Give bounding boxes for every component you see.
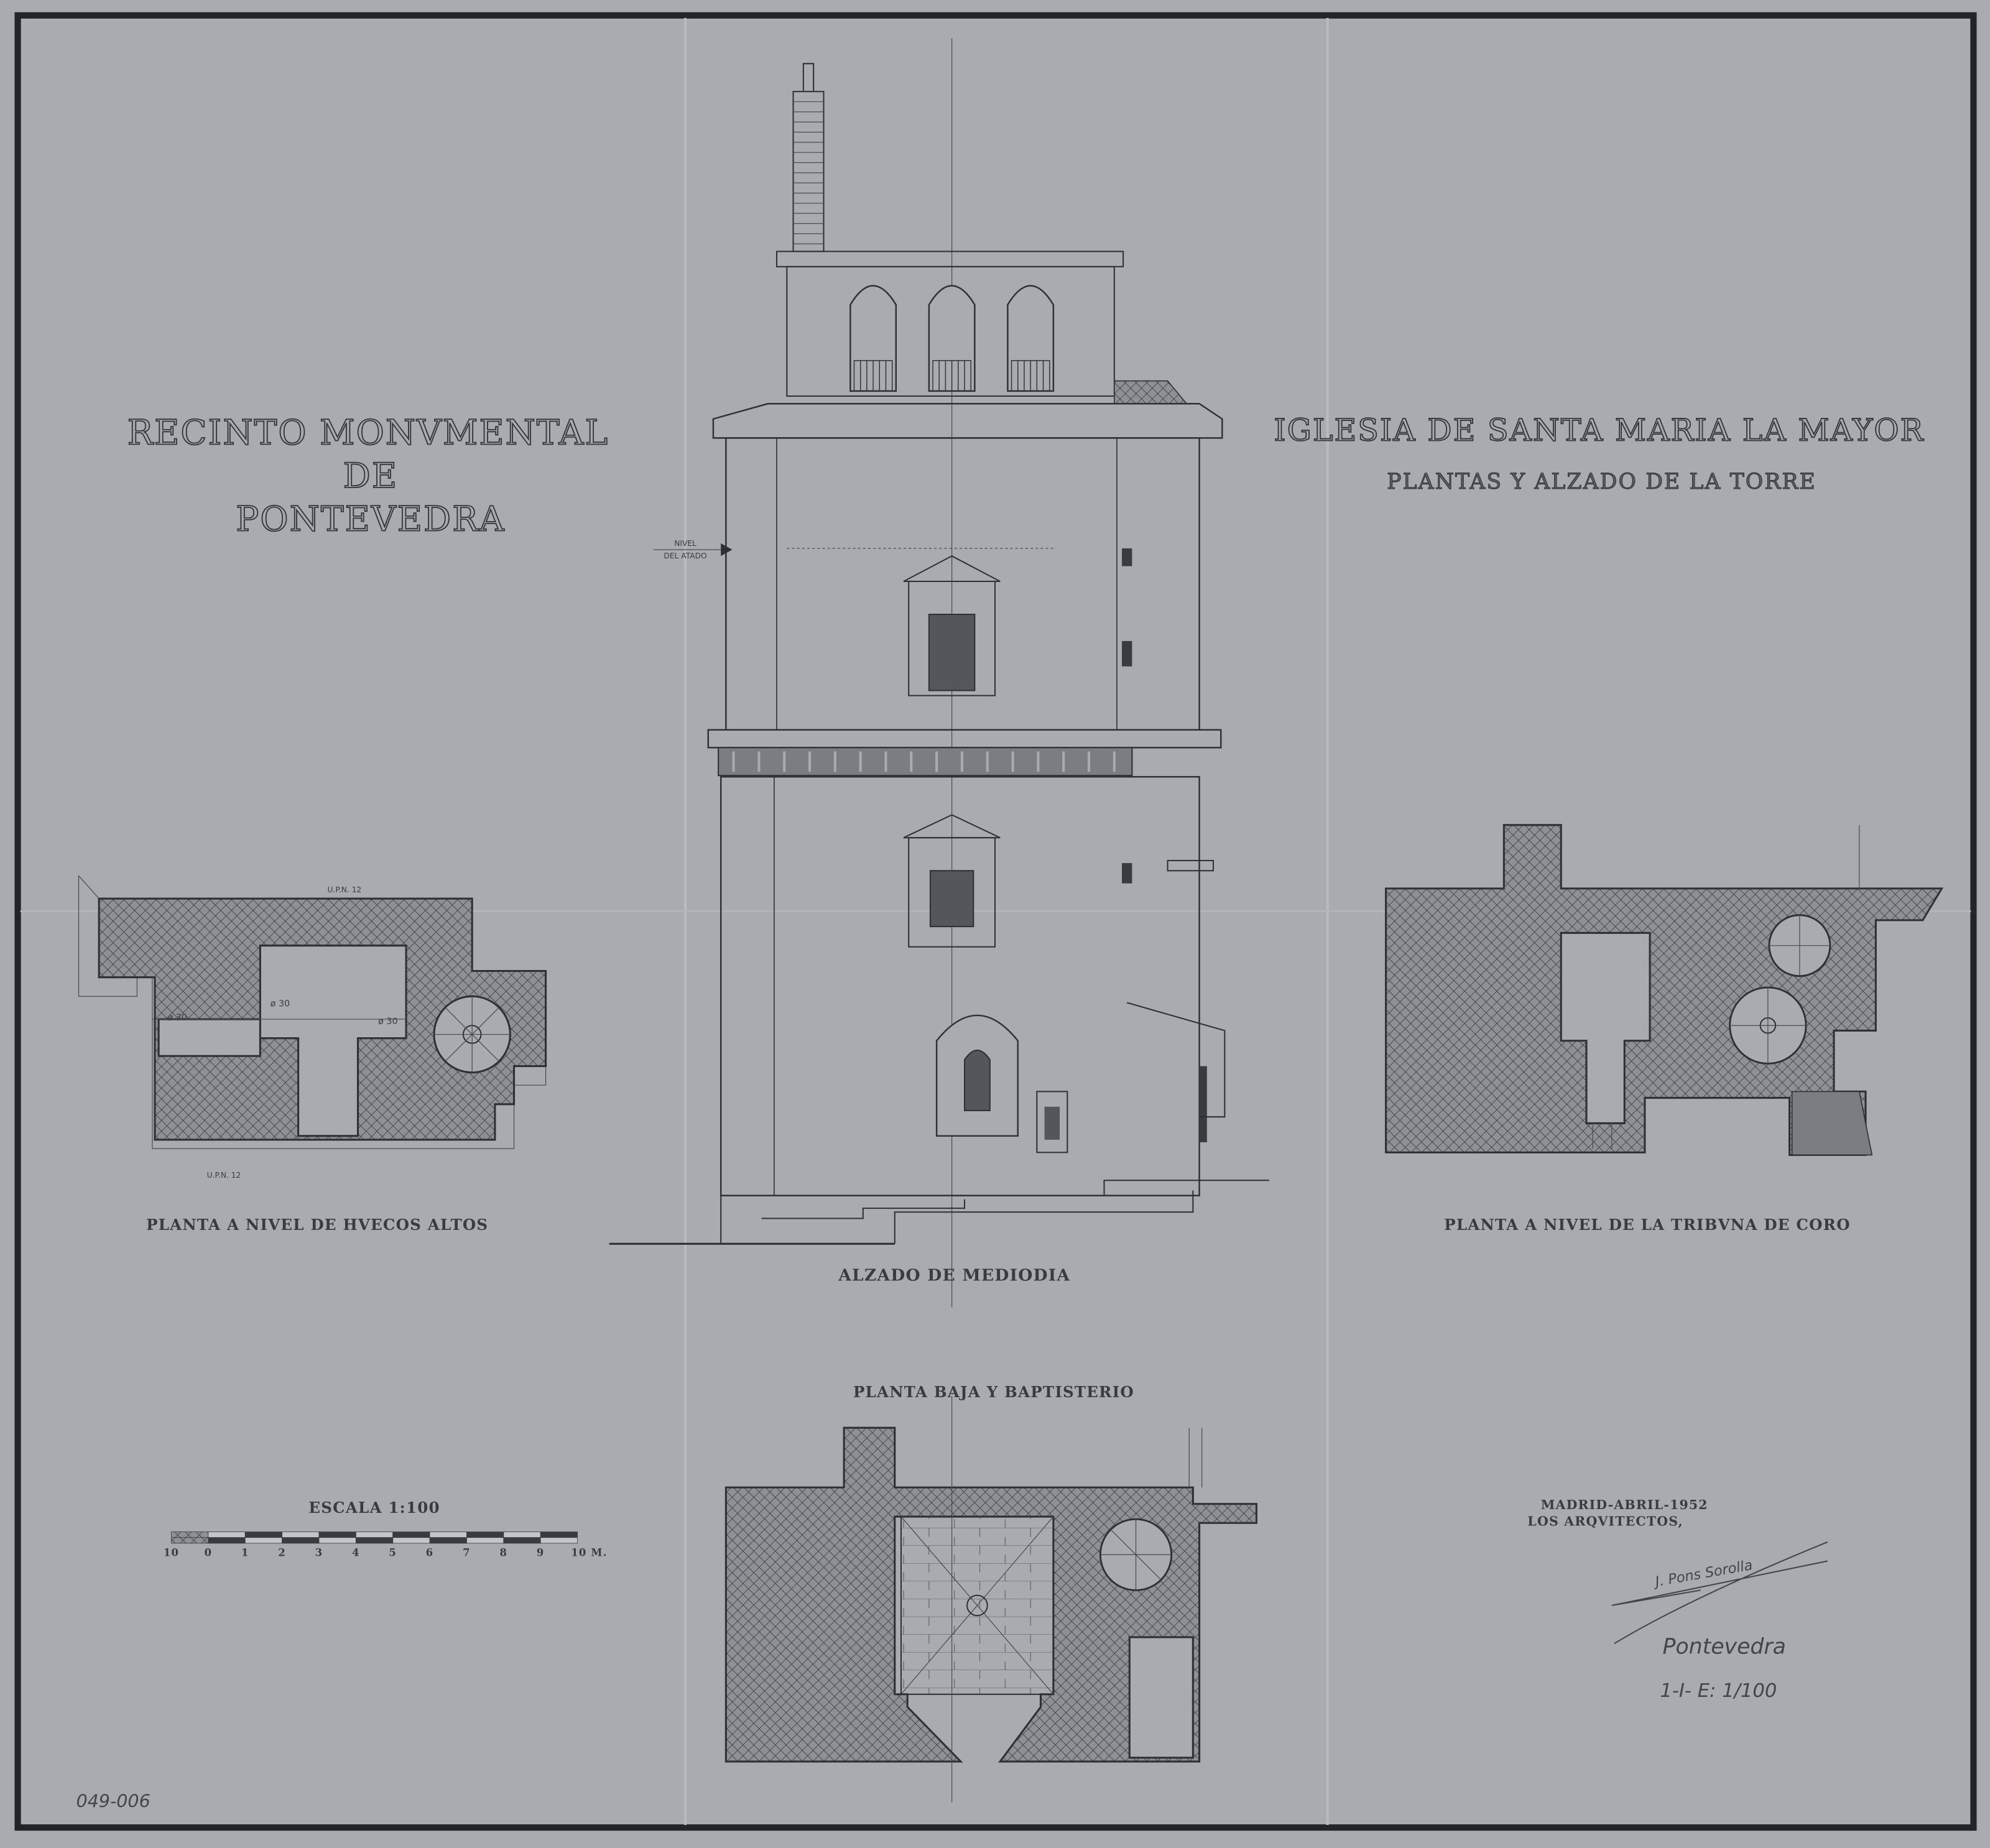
plan-upper-label: PLANTA A NIVEL DE HVECOS ALTOS	[146, 1216, 488, 1234]
scale-bar-segment	[244, 1532, 283, 1538]
annotation-upn: U.P.N. 12	[328, 885, 362, 894]
scale-tick-label: 3	[315, 1546, 323, 1558]
title-right-line1: IGLESIA DE SANTA MARIA LA MAYOR	[1274, 412, 1924, 448]
tower-elevation: NIVEL DEL ATADO	[609, 38, 1269, 1308]
scale-tick-label: 4	[352, 1546, 360, 1558]
scale-bar-segment	[208, 1537, 246, 1544]
frame-border	[14, 12, 1977, 1831]
scale-tick-label: 6	[426, 1546, 434, 1558]
scale-tick-label: 10 M.	[571, 1546, 607, 1558]
scale-tick-label: 0	[205, 1546, 213, 1558]
level-marker-sublabel: DEL ATADO	[664, 552, 706, 560]
plan-upper-openings: U.P.N. 12 U.P.N. 12 ø 30 ø 30 ø 30	[78, 874, 547, 1180]
archive-code: 049-006	[76, 1790, 150, 1811]
scale-bar-segment	[171, 1537, 209, 1544]
scale-bar-segment	[355, 1537, 394, 1544]
annotation-diameter: ø 30	[378, 1017, 397, 1027]
annotation-diameter: ø 30	[167, 1013, 187, 1023]
scale-tick-label: 1	[241, 1546, 249, 1558]
scale-tick-label: 10	[164, 1546, 179, 1558]
title-left-line2: DE	[343, 456, 398, 496]
plan-ground-baptistery	[724, 1396, 1257, 1803]
scale-bar-segment	[171, 1532, 209, 1538]
scale-bar-segment	[392, 1532, 430, 1538]
credits-date: MADRID-ABRIL-1952	[1541, 1497, 1708, 1512]
scale-title: ESCALA 1:100	[308, 1499, 440, 1517]
scale-tick-label: 5	[389, 1546, 397, 1558]
scale-bar-segment	[282, 1537, 320, 1544]
scale-bar-segment	[466, 1537, 504, 1544]
title-left: RECINTO MONVMENTAL DE PONTEVEDRA	[127, 412, 609, 540]
scale-bar-segment	[355, 1532, 394, 1538]
scale-bar-segment	[392, 1537, 430, 1544]
scale-bar	[171, 1532, 578, 1544]
title-right-line2: PLANTAS Y ALZADO DE LA TORRE	[1387, 469, 1816, 494]
scale-bar-segment	[540, 1532, 578, 1538]
scale-bar-segment	[429, 1532, 467, 1538]
scale-bar-segment	[208, 1532, 246, 1538]
scale-tick-label: 7	[463, 1546, 471, 1558]
scale-bar-group: ESCALA 1:100 10 0 1 2 3 4 5 6 7 8 9 10 M.	[164, 1499, 607, 1558]
plan-ground-label: PLANTA BAJA Y BAPTISTERIO	[853, 1383, 1134, 1401]
annotation-diameter: ø 30	[271, 999, 290, 1009]
scale-bar-segment	[244, 1537, 283, 1544]
scale-tick-label: 9	[537, 1546, 545, 1558]
level-marker-label: NIVEL	[674, 539, 696, 548]
plan-choir-tribune	[1385, 824, 1944, 1156]
handwritten-city: Pontevedra	[1662, 1634, 1785, 1659]
plan-choir-label: PLANTA A NIVEL DE LA TRIBVNA DE CORO	[1444, 1216, 1851, 1234]
scale-bar-segment	[503, 1537, 541, 1544]
handwritten-reference: 1-I- E: 1/100	[1660, 1680, 1777, 1702]
scale-bar-segment	[503, 1532, 541, 1538]
scale-bar-segment	[282, 1532, 320, 1538]
scale-bar-segment	[318, 1532, 356, 1538]
scale-tick-label: 2	[278, 1546, 286, 1558]
scale-bar-segment	[540, 1537, 578, 1544]
title-left-line1: RECINTO MONVMENTAL	[127, 413, 609, 453]
scale-bar-segment	[318, 1537, 356, 1544]
title-right: IGLESIA DE SANTA MARIA LA MAYOR PLANTAS …	[1274, 412, 1924, 495]
elevation-label: ALZADO DE MEDIODIA	[838, 1265, 1070, 1285]
title-left-line3: PONTEVEDRA	[236, 499, 505, 538]
scale-bar-segment	[466, 1532, 504, 1538]
credits-authors: LOS ARQVITECTOS,	[1527, 1513, 1683, 1528]
scale-tick-label: 8	[500, 1546, 508, 1558]
annotation-upn: U.P.N. 12	[207, 1171, 241, 1180]
scale-bar-segment	[429, 1537, 467, 1544]
